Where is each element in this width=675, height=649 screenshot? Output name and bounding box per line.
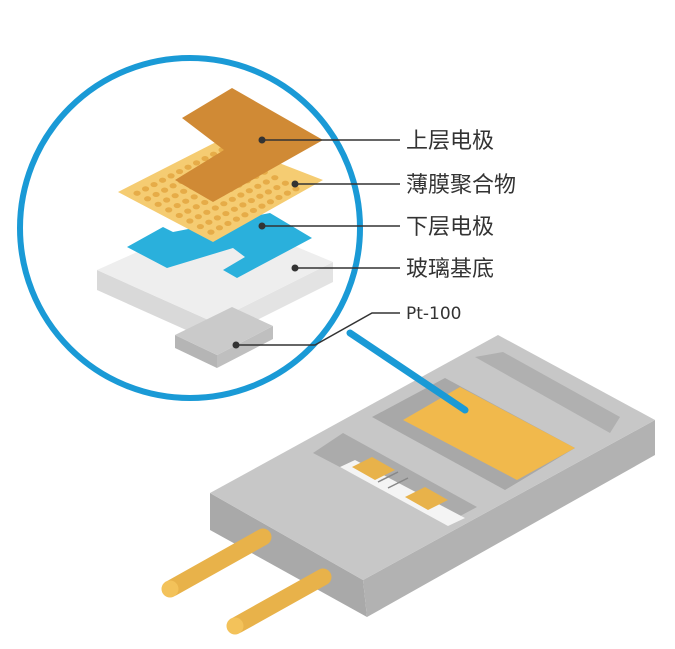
film-pore — [186, 218, 194, 224]
film-pore — [275, 194, 283, 201]
top-electrode-layer — [175, 88, 323, 202]
film-pore — [207, 229, 215, 235]
film-pore — [203, 209, 211, 215]
film-pore — [144, 196, 152, 202]
film-pore — [133, 190, 141, 196]
film-pore — [152, 191, 160, 198]
film-pore — [213, 215, 221, 221]
contact-pad — [405, 487, 448, 510]
film-pore — [184, 164, 192, 170]
film-pore — [239, 202, 247, 208]
film-pore — [173, 202, 181, 209]
film-pore — [222, 210, 230, 217]
label-bottom-electrode: 下层电极 — [406, 215, 494, 240]
film-pore — [256, 193, 264, 199]
film-pore — [249, 207, 258, 214]
film-pore — [211, 205, 219, 211]
film-pore — [254, 183, 262, 189]
film-pore — [230, 206, 238, 212]
film-pore — [175, 212, 183, 219]
film-pore — [283, 190, 292, 196]
film-pore — [266, 199, 275, 205]
film-pore — [182, 198, 190, 204]
film-pore — [232, 216, 241, 222]
film-pore — [228, 196, 236, 202]
film-pore — [201, 199, 209, 206]
film-pore — [245, 188, 253, 194]
film-pore — [262, 179, 270, 185]
film-pore — [241, 212, 249, 218]
sensor-housing — [210, 335, 655, 617]
film-pore — [190, 194, 198, 200]
label-pt100: Pt-100 — [406, 304, 462, 324]
film-pore — [192, 204, 200, 210]
rear-slot — [475, 352, 620, 433]
pt100-element — [175, 307, 273, 368]
film-pore — [224, 220, 232, 227]
film-pore — [171, 193, 179, 199]
label-polymer-film: 薄膜聚合物 — [406, 173, 516, 198]
film-pore — [150, 181, 158, 188]
lead-pins — [161, 528, 332, 635]
contact-pad — [352, 457, 395, 480]
film-pore — [161, 187, 169, 193]
film-pore — [292, 186, 300, 192]
film-pore — [154, 201, 162, 207]
label-glass-substrate: 玻璃基底 — [406, 257, 494, 282]
film-pore — [201, 155, 209, 162]
film-pore — [273, 184, 281, 191]
magnifier-pointer — [346, 329, 469, 414]
film-pore — [264, 189, 272, 195]
film-pore — [165, 207, 173, 213]
film-pore — [175, 168, 184, 175]
film-pore — [180, 188, 188, 194]
film-pore — [215, 225, 224, 231]
film-pore — [281, 180, 289, 186]
bottom-electrode-layer — [127, 213, 312, 278]
film-pore — [247, 197, 255, 204]
film-pore — [192, 160, 201, 166]
film-pore — [167, 173, 175, 179]
film-pore — [237, 192, 245, 198]
leader-dots — [232, 136, 299, 349]
film-pore — [158, 177, 167, 183]
film-pore — [141, 186, 150, 192]
lead-pin — [228, 568, 332, 634]
label-top-electrode: 上层电极 — [406, 129, 494, 154]
sensor-chip — [403, 387, 575, 480]
film-pore — [169, 183, 177, 189]
lead-pin — [163, 528, 272, 597]
film-pore — [196, 223, 204, 230]
film-pore — [220, 201, 228, 207]
film-pore — [194, 214, 202, 220]
leader-lines — [236, 139, 400, 346]
film-pore — [205, 219, 213, 225]
film-pore — [258, 203, 266, 209]
film-pore — [184, 208, 192, 214]
film-pore — [163, 197, 171, 203]
film-pore — [271, 175, 279, 181]
